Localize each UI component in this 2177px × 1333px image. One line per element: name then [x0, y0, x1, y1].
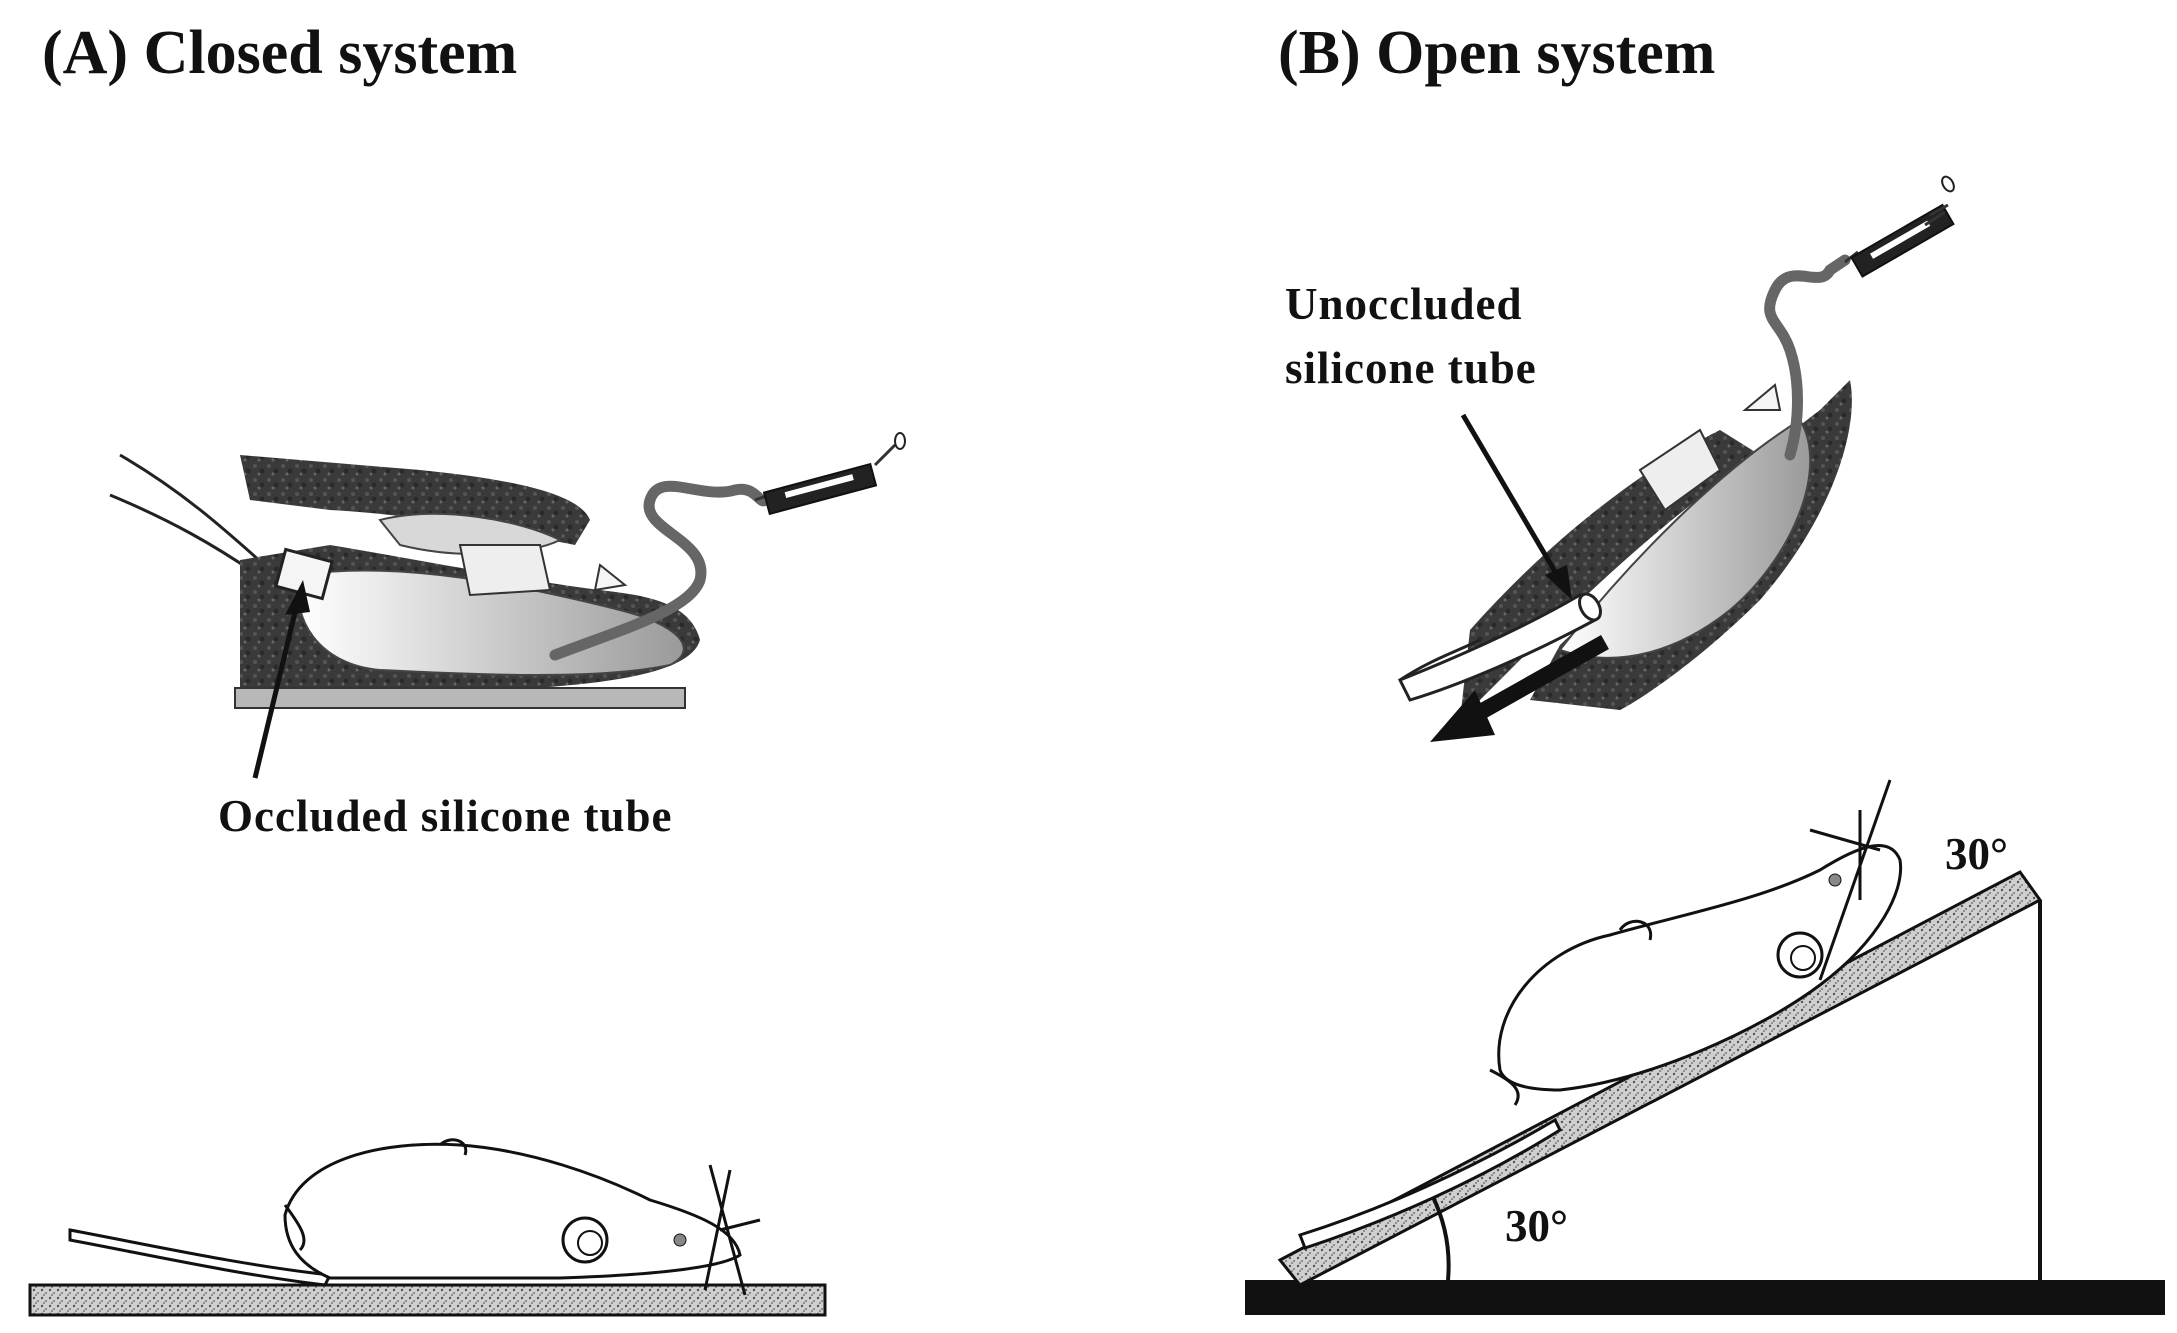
unoccluded-tube	[1397, 592, 1598, 702]
callout-arrow-b	[1460, 413, 1563, 582]
unoccluded-tube-label-line2: silicone tube	[1285, 343, 1537, 393]
panel-b-anatomy	[1397, 175, 1955, 742]
callout-arrowhead-b	[1545, 565, 1572, 600]
base-bar	[1245, 1280, 2165, 1315]
panel-a-anatomy	[109, 432, 906, 779]
catheter-line-b	[1399, 638, 1481, 682]
catheter-line	[119, 453, 272, 572]
syringe-b	[1844, 175, 1955, 278]
mouse-foot	[438, 1138, 468, 1156]
mouse-body	[283, 1142, 742, 1280]
organ-lobe	[458, 544, 552, 597]
organ-upper	[378, 512, 563, 556]
angle-label-bottom: 30°	[1505, 1201, 1568, 1251]
occluded-tube-label: Occluded silicone tube	[218, 791, 673, 841]
mouse-eye	[673, 1233, 687, 1247]
mouse-tail-b	[1298, 1117, 1562, 1250]
mouse-ear-b	[1776, 931, 1824, 979]
callout-arrow-a	[252, 599, 301, 779]
cone-tip	[593, 563, 628, 592]
mouse-whiskers	[703, 1164, 761, 1296]
unoccluded-tube-label-line1: Unoccluded	[1285, 279, 1523, 329]
drain-tube	[549, 480, 771, 661]
flat-board	[28, 1283, 827, 1317]
mouse-ear	[561, 1216, 609, 1264]
panel-a-mouse-board	[28, 1138, 827, 1317]
mouse-body-b	[1497, 844, 1903, 1092]
organ-body-b	[1558, 418, 1812, 659]
drain-tube-b	[1764, 254, 1851, 461]
mouse-tail	[68, 1228, 333, 1287]
panel-b-title: (B) Open system	[1278, 19, 1716, 87]
angle-arc	[1430, 1194, 1451, 1281]
cone-tip-b	[1742, 383, 1782, 411]
callout-arrowhead-a	[285, 580, 310, 615]
mouse-whiskers-b	[1809, 779, 1892, 981]
organ-lobe-b	[1638, 428, 1722, 512]
angle-label-top: 30°	[1945, 829, 2008, 879]
outflow-arrowhead	[1430, 690, 1495, 742]
syringe	[754, 432, 906, 516]
outflow-arrow-shaft	[1466, 635, 1609, 725]
unoccluded-tube-label: Unoccluded silicone tube	[1285, 272, 1537, 400]
mouse-foot-b	[1618, 919, 1653, 941]
tissue-upper-b	[1460, 430, 1760, 720]
mouse-eye-b	[1828, 873, 1842, 887]
panel-b-ramp	[1245, 779, 2165, 1315]
panel-a-title: (A) Closed system	[42, 19, 518, 87]
panel-a-platform	[234, 687, 686, 709]
